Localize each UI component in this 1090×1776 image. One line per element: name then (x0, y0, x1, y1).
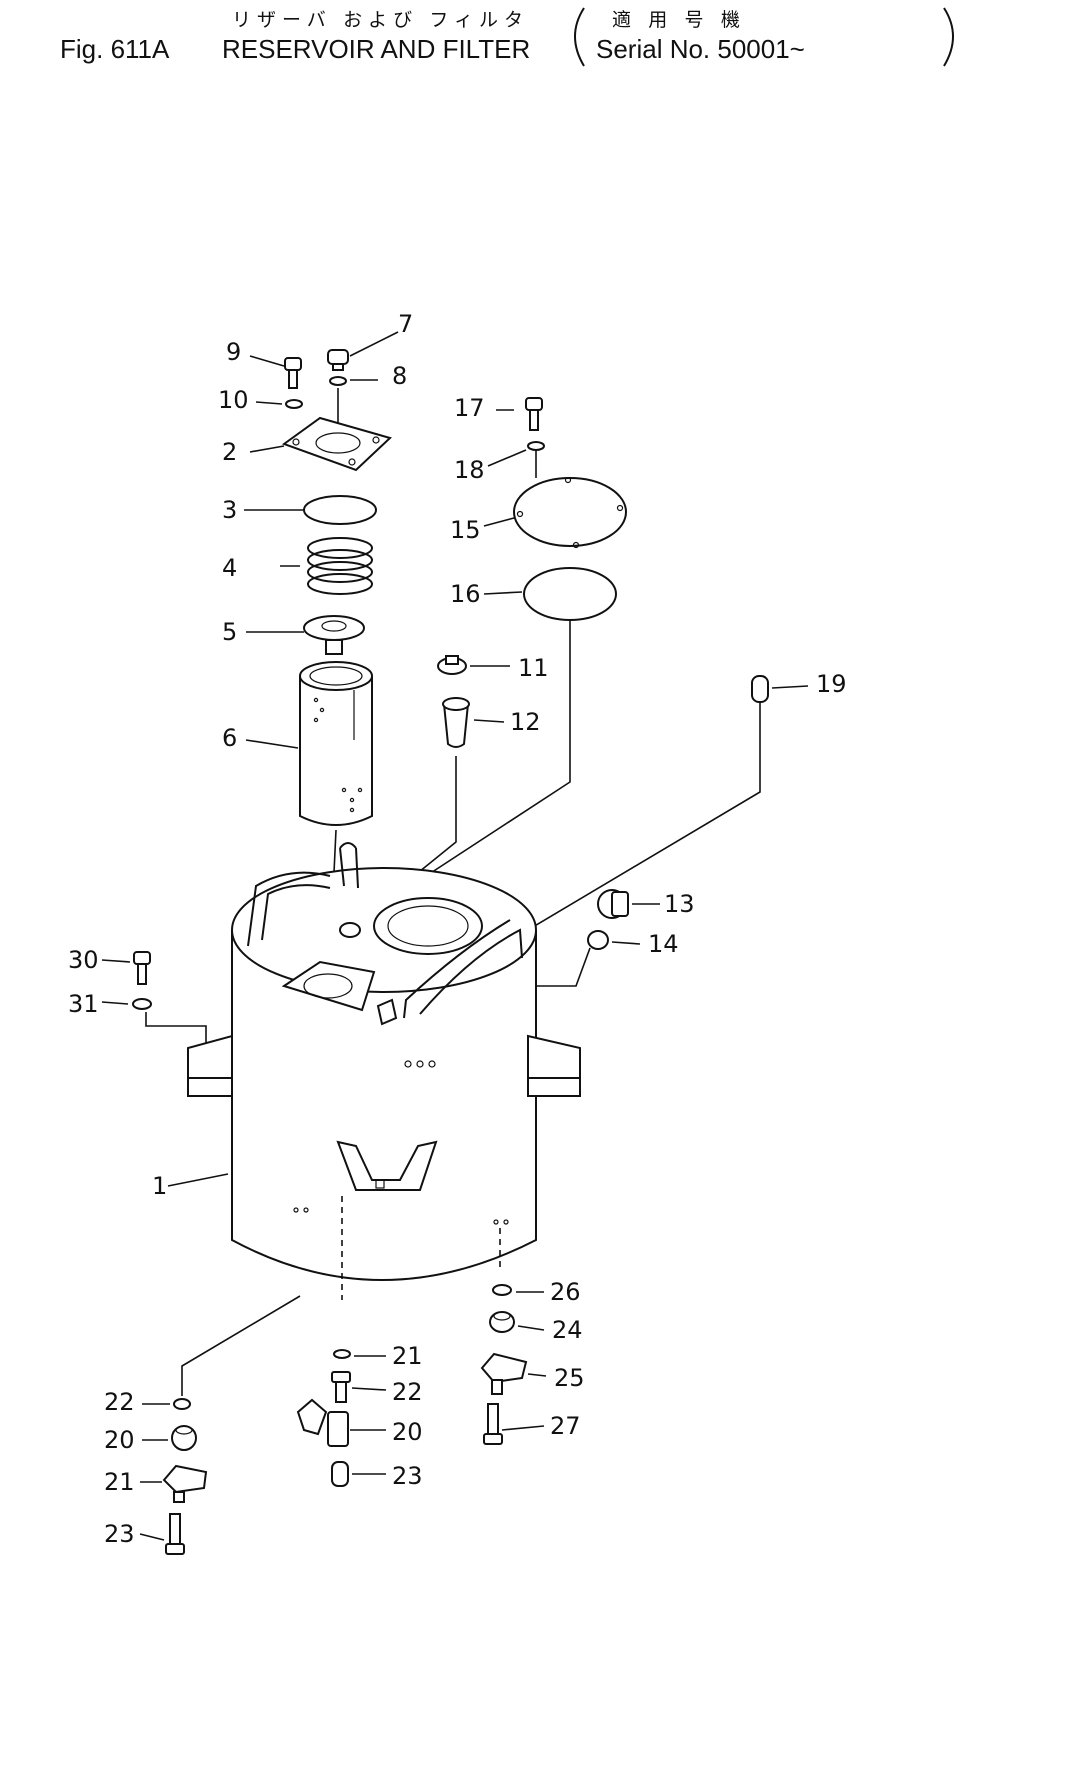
callout-27: 27 (550, 1412, 581, 1440)
parts-diagram-sheet: Fig. 611A リザーバ および フィルタ RESERVOIR AND FI… (60, 7, 954, 1555)
figure-label: Fig. 611A (60, 34, 170, 64)
callout-14: 14 (648, 930, 679, 958)
valve-part-20a-icon (296, 1398, 349, 1447)
bolt-part-23b-icon (165, 1513, 185, 1555)
callout-23-center: 23 (392, 1462, 423, 1490)
washer-part-18-icon (527, 441, 545, 451)
callout-23-left: 23 (104, 1520, 135, 1548)
callout-21-left: 21 (104, 1468, 135, 1496)
callout-20-center: 20 (392, 1418, 423, 1446)
bolt-part-30-icon (133, 951, 151, 985)
nipple-part-22a-icon (331, 1371, 351, 1403)
callout-9: 9 (226, 338, 241, 366)
callout-21-center: 21 (392, 1342, 423, 1370)
round-cover-part-15-icon (513, 476, 627, 549)
callout-1: 1 (152, 1172, 167, 1200)
callout-6: 6 (222, 724, 237, 752)
callout-5: 5 (222, 618, 237, 646)
callout-4: 4 (222, 554, 237, 582)
gasket-part-16-icon (523, 567, 617, 621)
filter-cover-assembly: 7 8 9 10 2 3 (218, 310, 413, 1001)
exploded-view-diagram: Fig. 611A リザーバ および フィルタ RESERVOIR AND FI… (60, 7, 954, 1555)
o-ring-part-21a-icon (333, 1349, 351, 1359)
callout-24: 24 (552, 1316, 583, 1344)
callout-11: 11 (518, 654, 549, 682)
spring-part-4-icon (307, 537, 373, 595)
title-japanese: リザーバ および フィルタ (232, 9, 529, 31)
o-ring-part-14-icon (587, 930, 609, 950)
valve-part-25-icon (480, 1352, 528, 1395)
callout-12: 12 (510, 708, 541, 736)
callout-8: 8 (392, 362, 407, 390)
drain-assembly-center: 21 22 20 23 (296, 1342, 423, 1490)
callout-2: 2 (222, 438, 237, 466)
o-ring-part-22b-icon (173, 1398, 191, 1410)
callout-19: 19 (816, 670, 847, 698)
plug-part-24-icon (489, 1311, 515, 1333)
callout-13: 13 (664, 890, 695, 918)
callout-31: 31 (68, 990, 99, 1018)
fitting-part-13-icon (597, 889, 629, 919)
serial-label-japanese: 適 用 号 機 (612, 9, 746, 31)
diagram-title: RESERVOIR AND FILTER (222, 34, 530, 64)
callout-26: 26 (550, 1278, 581, 1306)
o-ring-part-3-icon (303, 495, 377, 525)
strainer-part-12-icon (442, 697, 470, 748)
callout-17: 17 (454, 394, 485, 422)
diagram-header: Fig. 611A リザーバ および フィルタ RESERVOIR AND FI… (60, 7, 954, 67)
callout-22-left: 22 (104, 1388, 135, 1416)
callout-7: 7 (398, 310, 413, 338)
o-ring-part-26-icon (492, 1284, 512, 1296)
drain-assembly-right: 26 24 25 27 (480, 1278, 585, 1445)
washer-part-10-icon (285, 399, 303, 409)
valve-part-21b-icon (162, 1464, 208, 1503)
callout-30: 30 (68, 946, 99, 974)
callout-10: 10 (218, 386, 249, 414)
cap-part-11-icon (437, 655, 467, 675)
cover-plate-part-2-icon (281, 416, 392, 472)
plug-part-20b-icon (171, 1425, 197, 1451)
callout-18: 18 (454, 456, 485, 484)
left-paren-icon (574, 7, 585, 67)
plug-part-23a-icon (331, 1461, 349, 1487)
drain-assembly-left: 22 20 21 23 (104, 1295, 301, 1555)
washer-part-31-icon (132, 998, 152, 1010)
fill-port-assembly: 11 12 19 13 14 (68, 654, 847, 1060)
sight-gauge-part-19-icon (751, 675, 769, 703)
right-paren-icon (943, 7, 954, 67)
callout-20-left: 20 (104, 1426, 135, 1454)
reservoir-tank-part-1-icon (187, 842, 581, 1300)
plug-part-7-icon (327, 349, 349, 371)
serial-range: Serial No. 50001~ (596, 34, 805, 64)
callout-22-center: 22 (392, 1378, 423, 1406)
washer-part-8-icon (329, 376, 347, 386)
bolt-part-9-icon (284, 357, 302, 389)
callout-25: 25 (554, 1364, 585, 1392)
bolt-part-27-icon (483, 1403, 503, 1445)
valve-part-5-icon (303, 615, 365, 655)
callout-15: 15 (450, 516, 481, 544)
bolt-part-17-icon (525, 397, 543, 431)
filter-element-part-6-icon (299, 661, 373, 826)
callout-16: 16 (450, 580, 481, 608)
callout-3: 3 (222, 496, 237, 524)
inspection-cover-assembly: 17 18 15 16 (419, 394, 627, 881)
